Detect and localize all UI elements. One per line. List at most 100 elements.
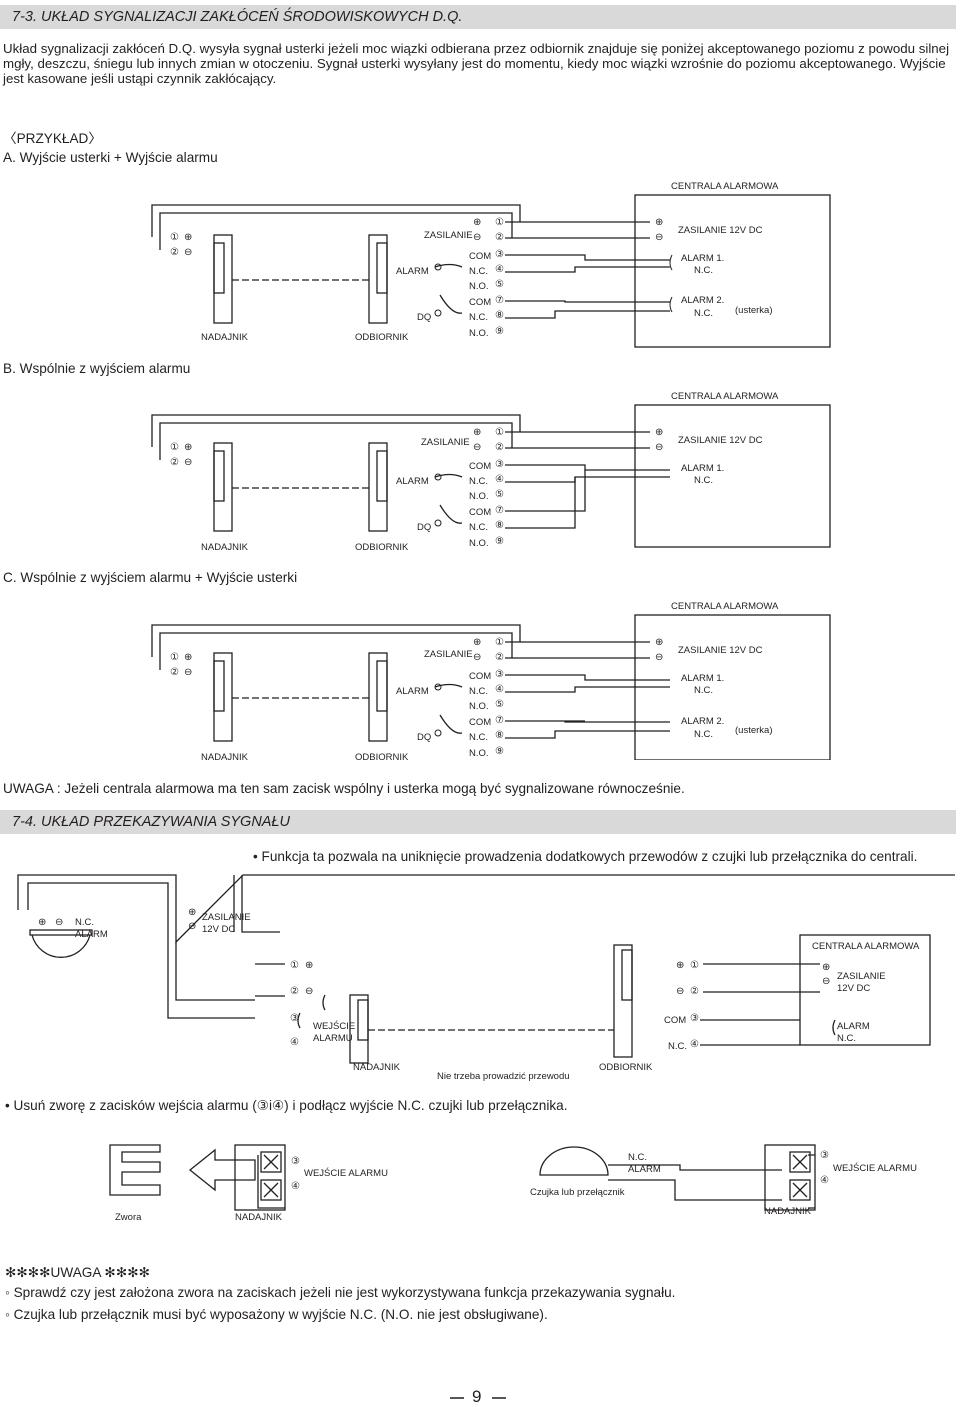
nc4-a: N.C. bbox=[694, 308, 713, 319]
section-7-4-bullet2: • Usuń zworę z zacisków wejścia alarmu (… bbox=[5, 1098, 568, 1113]
zasilanie-a: ZASILANIE bbox=[424, 230, 473, 241]
plus-d2: ⊕ bbox=[188, 907, 197, 918]
nc-b: N.C. bbox=[469, 476, 488, 487]
t2-d: ② bbox=[290, 986, 299, 997]
no-wire-note: Nie trzeba prowadzić przewodu bbox=[437, 1071, 570, 1082]
t4-d2: ④ bbox=[690, 1039, 699, 1050]
com-d: COM bbox=[664, 1015, 687, 1026]
t4-e2: ④ bbox=[820, 1175, 829, 1186]
centrala-label-a: CENTRALA ALARMOWA bbox=[671, 181, 779, 192]
alarm1-b: ALARM 1. bbox=[681, 463, 725, 474]
plus-a: ⊕ bbox=[184, 232, 193, 243]
t3-b: ③ bbox=[495, 459, 504, 470]
nadajnik-e1: NADAJNIK bbox=[235, 1212, 282, 1223]
t8-c: ⑧ bbox=[495, 730, 504, 741]
uwaga-note-1: ◦ Sprawdź czy jest założona zwora na zac… bbox=[5, 1285, 676, 1300]
nc3-c: N.C. bbox=[694, 685, 713, 696]
nc3-a: N.C. bbox=[694, 265, 713, 276]
plus-a2: ⊕ bbox=[473, 217, 482, 228]
minus-d3: ⊖ bbox=[305, 986, 314, 997]
minus-b2: ⊖ bbox=[473, 442, 482, 453]
t5-c: ⑤ bbox=[495, 699, 504, 710]
no2-c: N.O. bbox=[469, 748, 489, 759]
alarm-e: ALARM bbox=[628, 1164, 661, 1175]
t5-a: ⑤ bbox=[495, 279, 504, 290]
plus-d4: ⊕ bbox=[676, 960, 685, 971]
nadajnik-a: NADAJNIK bbox=[201, 332, 248, 343]
plus-c3: ⊕ bbox=[655, 637, 664, 648]
example-heading: 〈PRZYKŁAD〉 bbox=[3, 131, 102, 146]
t2-b: ② bbox=[495, 442, 504, 453]
plus-c: ⊕ bbox=[184, 652, 193, 663]
alarm-detector: ALARM bbox=[75, 929, 108, 940]
t4-e: ④ bbox=[291, 1181, 300, 1192]
t3-e: ③ bbox=[291, 1156, 300, 1167]
t4-a: ④ bbox=[495, 264, 504, 275]
minus-b3: ⊖ bbox=[655, 442, 664, 453]
minus-c3: ⊖ bbox=[655, 652, 664, 663]
usterka-a: (usterka) bbox=[735, 305, 773, 316]
t4-b: ④ bbox=[495, 474, 504, 485]
com2-c: COM bbox=[469, 717, 492, 728]
t7-b: ⑦ bbox=[495, 505, 504, 516]
plus-a3: ⊕ bbox=[655, 217, 664, 228]
nc2-b: N.C. bbox=[469, 522, 488, 533]
term2-b: ② bbox=[170, 457, 179, 468]
zasilanie-b: ZASILANIE bbox=[421, 437, 470, 448]
case-b-heading: B. Wspólnie z wyjściem alarmu bbox=[3, 361, 191, 376]
usterka-c: (usterka) bbox=[735, 725, 773, 736]
odbiornik-c: ODBIORNIK bbox=[355, 752, 409, 763]
zasilanie-c: ZASILANIE bbox=[424, 649, 473, 660]
alarm-a: ALARM bbox=[396, 266, 429, 277]
no2-b: N.O. bbox=[469, 538, 489, 549]
v12dc-d2: 12V DC bbox=[837, 983, 871, 994]
minus-a: ⊖ bbox=[184, 247, 193, 258]
t3-d: ③ bbox=[290, 1013, 299, 1024]
wiring-diagram-c bbox=[151, 614, 831, 760]
nadajnik-c: NADAJNIK bbox=[201, 752, 248, 763]
t1-d2: ① bbox=[690, 960, 699, 971]
nadajnik-d: NADAJNIK bbox=[353, 1062, 400, 1073]
zas12-b: ZASILANIE 12V DC bbox=[678, 435, 763, 446]
nc-c: N.C. bbox=[469, 686, 488, 697]
case-a-heading: A. Wyjście usterki + Wyjście alarmu bbox=[3, 150, 218, 165]
uwaga-heading: ✻✻✻✻UWAGA ✻✻✻✻ bbox=[5, 1265, 150, 1280]
wejscie-alarmu-e1: WEJŚCIE ALARMU bbox=[304, 1168, 388, 1179]
t9-b: ⑨ bbox=[495, 536, 504, 547]
t1-d: ① bbox=[290, 960, 299, 971]
t2-a: ② bbox=[495, 232, 504, 243]
dq-c: DQ bbox=[417, 732, 432, 743]
com-c: COM bbox=[469, 671, 492, 682]
t2-d2: ② bbox=[690, 986, 699, 997]
minus-c2: ⊖ bbox=[473, 652, 482, 663]
section-7-3-title: 7-3. UKŁAD SYGNALIZACJI ZAKŁÓCEŃ ŚRODOWI… bbox=[0, 5, 956, 29]
centrala-label-b: CENTRALA ALARMOWA bbox=[671, 391, 779, 402]
zas12-c: ZASILANIE 12V DC bbox=[678, 645, 763, 656]
t5-b: ⑤ bbox=[495, 489, 504, 500]
minus-a2: ⊖ bbox=[473, 232, 482, 243]
plus-c2: ⊕ bbox=[473, 637, 482, 648]
t3-e2: ③ bbox=[820, 1150, 829, 1161]
minus-d4: ⊖ bbox=[676, 986, 685, 997]
section-7-3-note: UWAGA : Jeżeli centrala alarmowa ma ten … bbox=[3, 781, 685, 796]
alarm1-c: ALARM 1. bbox=[681, 673, 725, 684]
wejscie-d: WEJŚCIE bbox=[313, 1021, 356, 1032]
minus-b: ⊖ bbox=[184, 457, 193, 468]
nc-d: N.C. bbox=[668, 1041, 687, 1052]
nc3-b: N.C. bbox=[694, 475, 713, 486]
odbiornik-b: ODBIORNIK bbox=[355, 542, 409, 553]
minus-d2: ⊖ bbox=[188, 921, 197, 932]
page-number-rule bbox=[450, 1397, 506, 1399]
t8-b: ⑧ bbox=[495, 520, 504, 531]
section-7-3-intro: Układ sygnalizacji zakłóceń D.Q. wysyła … bbox=[3, 41, 950, 86]
centrala-label-d: CENTRALA ALARMOWA bbox=[812, 941, 920, 952]
case-c-heading: C. Wspólnie z wyjściem alarmu + Wyjście … bbox=[3, 570, 298, 585]
com-b: COM bbox=[469, 461, 492, 472]
t4-c: ④ bbox=[495, 684, 504, 695]
t7-a: ⑦ bbox=[495, 295, 504, 306]
odbiornik-d: ODBIORNIK bbox=[599, 1062, 653, 1073]
nadajnik-b: NADAJNIK bbox=[201, 542, 248, 553]
nc2-a: N.C. bbox=[469, 312, 488, 323]
term1-a: ① bbox=[170, 232, 179, 243]
t1-a: ① bbox=[495, 217, 504, 228]
